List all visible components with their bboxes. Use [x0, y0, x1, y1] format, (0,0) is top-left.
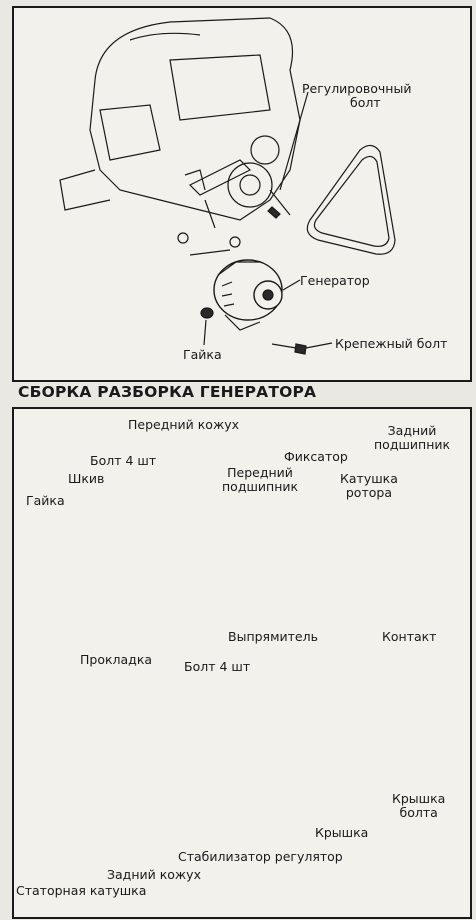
label-bolt4-upper: Болт 4 шт [90, 453, 157, 468]
label-contact: Контакт [382, 629, 437, 644]
engine-block-illustration [59, 17, 301, 221]
label-rear-bearing-line2: подшипник [374, 437, 451, 452]
label-adjusting-bolt-line2: болт [350, 95, 381, 110]
label-front-bearing: Передний подшипник [222, 466, 298, 494]
label-retainer: Фиксатор [284, 449, 348, 464]
label-rear-cover: Задний кожух [107, 867, 201, 882]
label-rotor: Катушка ротора [340, 472, 398, 500]
mounting-bolt-illustration [271, 343, 307, 355]
label-bolt-cap-line2: болта [399, 805, 438, 820]
label-rotor-line2: ротора [345, 485, 392, 500]
section-title: СБОРКА РАЗБОРКА ГЕНЕРАТОРА [18, 383, 317, 401]
label-rotor-line1: Катушка [340, 471, 398, 486]
label-bolt-cap-line1: Крышка [392, 791, 446, 806]
label-mounting-bolt: Крепежный болт [335, 336, 448, 351]
label-pulley: Шкив [68, 471, 105, 486]
adjusting-bolt-illustration [204, 189, 291, 229]
drive-belt-illustration [306, 144, 396, 255]
generator-illustration [213, 259, 283, 331]
label-cover: Крышка [315, 825, 369, 840]
label-stator: Статорная катушка [16, 883, 147, 898]
label-front-bearing-line1: Передний [227, 465, 293, 480]
label-gasket: Прокладка [80, 652, 153, 667]
nut-illustration [200, 307, 214, 319]
label-bolt4-lower: Болт 4 шт [184, 659, 251, 674]
label-bolt-cap: Крышка болта [392, 792, 445, 820]
label-rear-bearing-line1: Задний [387, 423, 437, 438]
label-front-cover: Передний кожух [128, 417, 240, 432]
label-regulator: Стабилизатор регулятор [178, 849, 343, 864]
label-rear-bearing: Задний подшипник [374, 424, 450, 452]
label-front-bearing-line2: подшипник [222, 479, 299, 494]
exploded-view-panel [12, 407, 472, 919]
label-generator: Генератор [300, 273, 370, 288]
label-nut-bottom: Гайка [26, 493, 65, 508]
label-adjusting-bolt: Регулировочный болт [302, 82, 411, 110]
label-rectifier: Выпрямитель [228, 629, 318, 644]
label-adjusting-bolt-line1: Регулировочный [302, 81, 412, 96]
label-nut-top: Гайка [183, 347, 222, 362]
